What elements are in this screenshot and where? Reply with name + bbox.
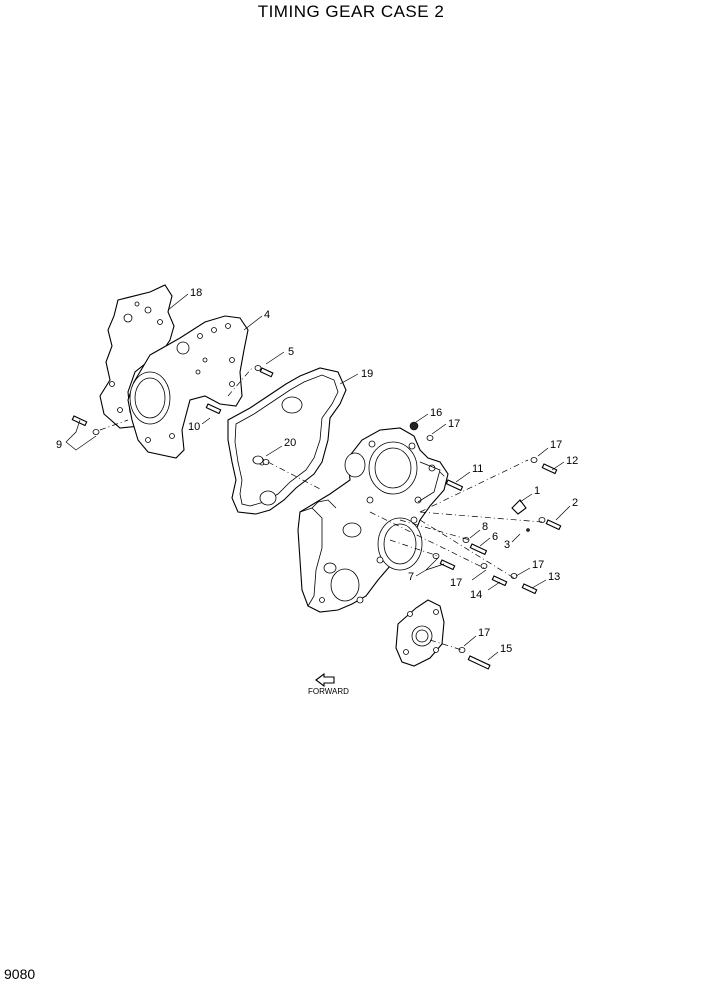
fasteners bbox=[71, 365, 562, 670]
callout-2: 2 bbox=[572, 497, 578, 509]
callout-17b: 17 bbox=[550, 439, 562, 451]
callout-12: 12 bbox=[566, 455, 578, 467]
timing-gear-case bbox=[297, 427, 449, 613]
callout-17c: 17 bbox=[450, 577, 462, 589]
callout-6: 6 bbox=[492, 531, 498, 543]
callout-17e: 17 bbox=[478, 627, 490, 639]
forward-indicator: FORWARD bbox=[308, 672, 349, 696]
callout-5: 5 bbox=[288, 346, 294, 358]
page-number: 9080 bbox=[4, 966, 36, 982]
callout-11: 11 bbox=[472, 463, 483, 475]
page-title: TIMING GEAR CASE 2 bbox=[257, 2, 445, 21]
callout-10: 10 bbox=[188, 421, 200, 433]
forward-arrow-icon bbox=[315, 672, 335, 688]
part-15-cover bbox=[395, 599, 445, 667]
callout-18: 18 bbox=[190, 287, 202, 299]
part-4-plate bbox=[127, 315, 249, 459]
assembly-lines bbox=[99, 367, 543, 651]
callout-1: 1 bbox=[534, 485, 540, 497]
callout-15: 15 bbox=[500, 643, 512, 655]
callout-4: 4 bbox=[264, 309, 270, 321]
callout-19: 19 bbox=[361, 368, 373, 380]
forward-label: FORWARD bbox=[308, 687, 349, 696]
callout-14: 14 bbox=[470, 589, 482, 601]
callout-20: 20 bbox=[284, 437, 296, 449]
leader-lines bbox=[65, 293, 571, 661]
callout-7: 7 bbox=[408, 571, 414, 583]
callout-9: 9 bbox=[56, 439, 62, 451]
callouts: 18 4 5 19 10 9 20 16 17 11 17 12 1 2 8 6… bbox=[56, 287, 578, 655]
callout-17a: 17 bbox=[448, 418, 460, 430]
callout-16: 16 bbox=[430, 407, 442, 419]
callout-3: 3 bbox=[504, 539, 510, 551]
callout-13: 13 bbox=[548, 571, 560, 583]
callout-17d: 17 bbox=[532, 559, 544, 571]
callout-8: 8 bbox=[482, 521, 488, 533]
